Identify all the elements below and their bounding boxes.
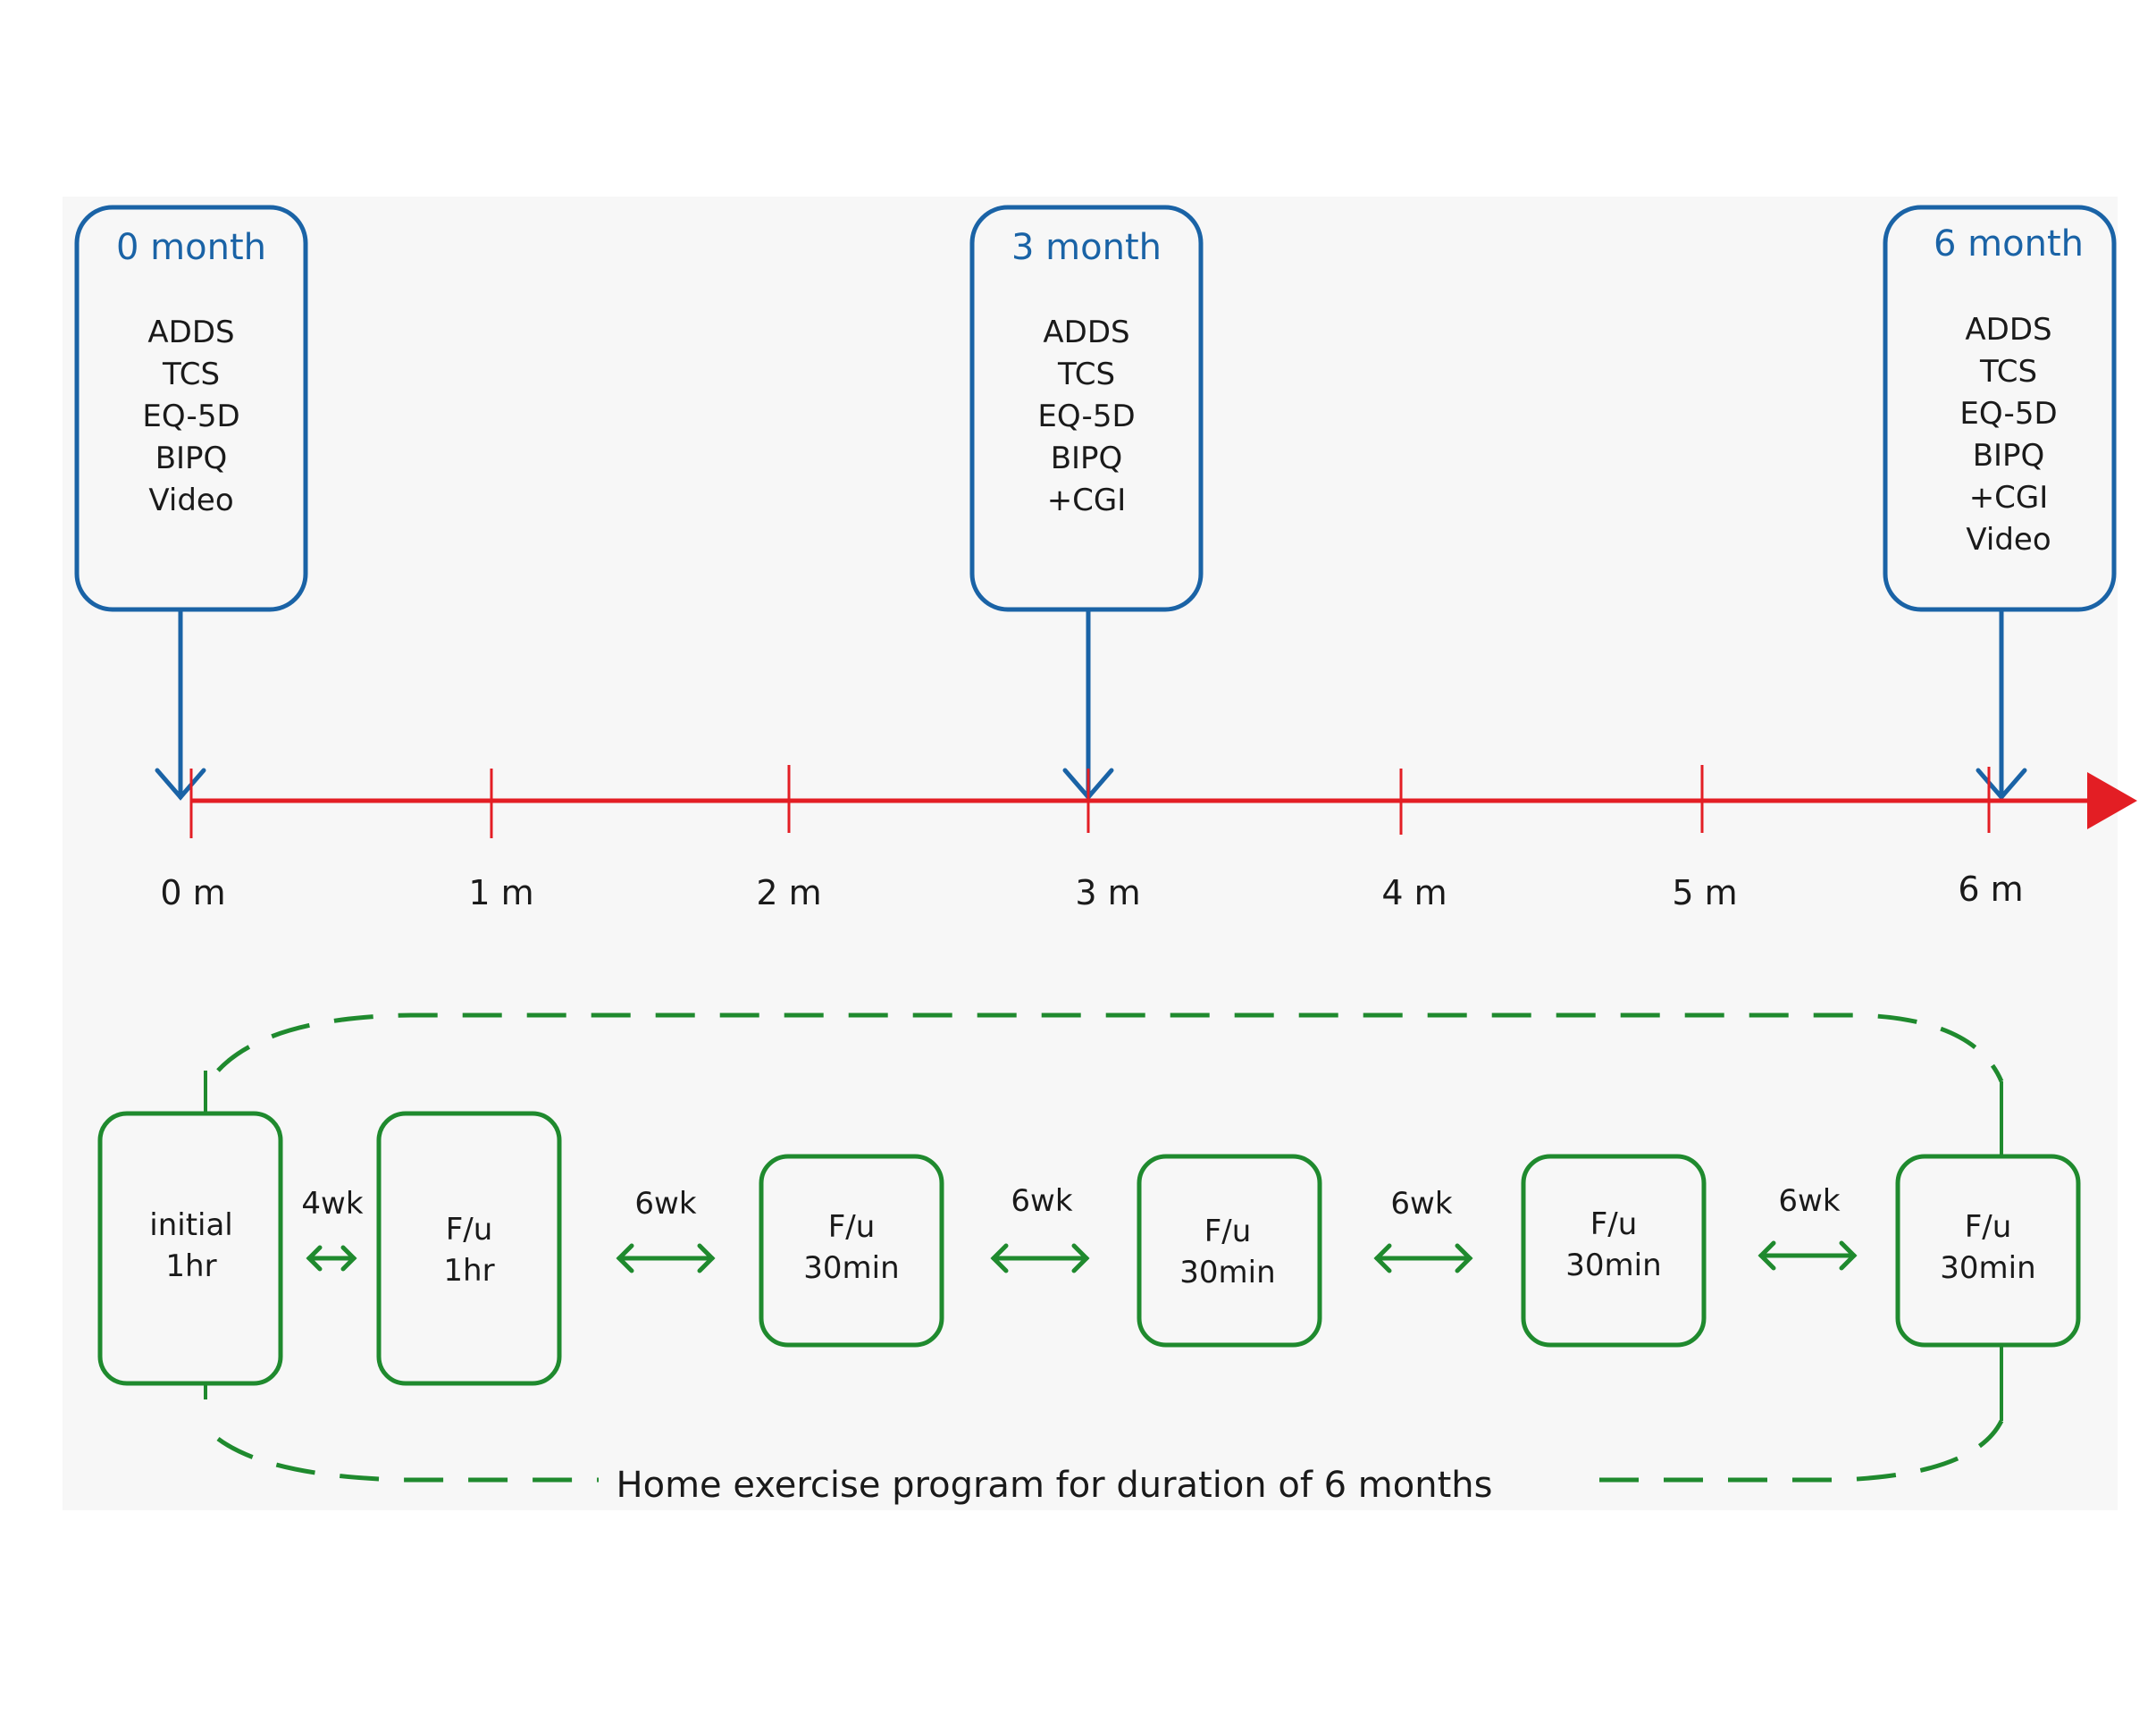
interval-label: 6wk (1390, 1186, 1452, 1222)
assessment-item: BIPQ (1051, 441, 1123, 476)
interval-label: 4wk (301, 1186, 363, 1222)
timeline-tick-label: 6 m (1958, 870, 2023, 909)
assessment-arrow-0 (155, 609, 206, 801)
assessment-arrow-6 (1976, 609, 2027, 801)
program-label: Home exercise program for duration of 6 … (617, 1465, 1493, 1506)
timeline-tick-label: 1 m (468, 873, 533, 912)
double-arrow-icon (1373, 1243, 1473, 1273)
assessment-item: ADDS (1965, 312, 2051, 348)
assessment-item: EQ-5D (1037, 399, 1135, 434)
visit-duration: 30min (803, 1250, 899, 1286)
interval: 6wk (616, 1186, 716, 1273)
visit-box: initial 1hr (97, 1111, 283, 1386)
visit-label: initial (149, 1207, 233, 1243)
assessment-box-0: 0 month ADDS TCS EQ-5D BIPQ Video (74, 205, 308, 612)
assessment-item: EQ-5D (1959, 396, 2057, 432)
interval-label: 6wk (634, 1186, 696, 1222)
visit-duration: 30min (1565, 1248, 1661, 1283)
timeline-arrowhead (2087, 772, 2137, 829)
assessment-item: Video (1966, 522, 2051, 558)
interval: 4wk (301, 1186, 364, 1272)
visit-label: F/u (828, 1209, 876, 1245)
visit-label: F/u (1204, 1214, 1252, 1249)
assessment-box-6: 6 month ADDS TCS EQ-5D BIPQ +CGI Video (1883, 205, 2117, 612)
home-exercise-loop (216, 1013, 2004, 1483)
assessment-item: EQ-5D (142, 399, 239, 434)
timeline-tick-label: 0 m (160, 873, 225, 912)
timeline-tick-label: 5 m (1672, 873, 1737, 912)
visit-duration: 1hr (165, 1248, 216, 1284)
visit-box: F/u 30min (1137, 1154, 1322, 1348)
interval-label: 6wk (1011, 1183, 1072, 1219)
timeline-tick-label: 4 m (1381, 873, 1447, 912)
assessment-item: TCS (1979, 354, 2037, 390)
timeline-tick-label: 2 m (756, 873, 821, 912)
assessment-title: 0 month (116, 227, 266, 268)
visit-box: F/u 30min (1895, 1154, 2081, 1348)
interval: 6wk (1373, 1186, 1473, 1273)
interval-label: 6wk (1778, 1183, 1840, 1219)
assessment-title: 3 month (1011, 227, 1162, 268)
visit-label: F/u (1590, 1206, 1638, 1242)
timeline: 0 m 1 m 2 m 3 m 4 m 5 m 6 m (160, 765, 2137, 912)
double-arrow-icon (306, 1245, 357, 1272)
visit-label: F/u (1965, 1209, 2012, 1245)
interval: 6wk (990, 1183, 1090, 1273)
visit-box: F/u 30min (1521, 1154, 1707, 1348)
assessment-item: BIPQ (155, 441, 228, 476)
visit-duration: 30min (1940, 1250, 2035, 1286)
assessment-item: +CGI (1047, 483, 1127, 518)
assessment-item: ADDS (1043, 315, 1129, 350)
visit-box: F/u 30min (759, 1154, 944, 1348)
double-arrow-icon (1758, 1240, 1858, 1271)
assessment-item: ADDS (147, 315, 234, 350)
double-arrow-icon (616, 1243, 716, 1273)
visit-duration: 30min (1179, 1255, 1275, 1290)
assessment-item: TCS (1057, 357, 1115, 392)
double-arrow-icon (990, 1243, 1090, 1273)
assessment-item: TCS (162, 357, 220, 392)
assessment-item: BIPQ (1973, 438, 2045, 474)
visit-label: F/u (446, 1212, 493, 1248)
timeline-tick-label: 3 m (1075, 873, 1140, 912)
assessment-title: 6 month (1934, 223, 2084, 265)
assessment-item: Video (148, 483, 233, 518)
visit-box: F/u 1hr (376, 1111, 562, 1386)
assessment-item: +CGI (1969, 480, 2049, 516)
visit-duration: 1hr (443, 1253, 494, 1289)
diagram-panel (63, 197, 2118, 1510)
interval: 6wk (1758, 1183, 1858, 1271)
assessment-box-3: 3 month ADDS TCS EQ-5D BIPQ +CGI (969, 205, 1204, 612)
